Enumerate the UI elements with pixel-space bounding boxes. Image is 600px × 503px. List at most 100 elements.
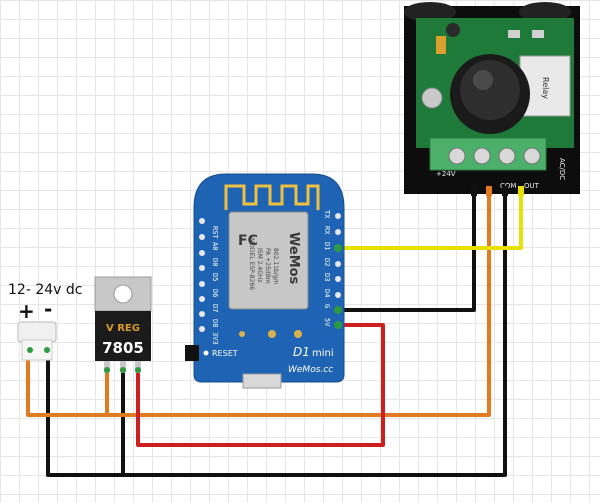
regulator-mount-hole	[113, 284, 133, 304]
regulator-brand: V REG	[106, 323, 140, 334]
input-negative-pin	[44, 347, 50, 353]
terminal-screw	[523, 147, 541, 165]
pir-lens-highlight	[473, 70, 493, 90]
wire-5v	[136, 323, 385, 447]
pcb-pad	[239, 331, 245, 337]
wire-supply-positive	[26, 192, 491, 417]
pin-hole	[199, 265, 205, 271]
power-input-connector	[17, 321, 57, 343]
terminal-screw	[473, 147, 491, 165]
pir-capacitor	[446, 23, 460, 37]
pin-hole	[199, 281, 205, 287]
pin-label-d0: D0	[211, 258, 219, 266]
pin-label-5v: 5V	[323, 318, 331, 327]
pin-label-d4: D4	[323, 289, 331, 297]
right-pin-header: TX RX D1 D2 D3 D4 G 5V	[323, 210, 342, 329]
pir-relay-label: Relay	[541, 77, 550, 99]
left-pin-header: RST A0 D0 D5 D6 D7 D8 3V3	[199, 218, 219, 345]
pin-hole	[335, 276, 341, 282]
wire-signal-d1	[338, 192, 523, 250]
reset-marker	[203, 350, 209, 356]
pin-label-rst: RST	[211, 226, 219, 239]
regulator-pin-out-dot	[135, 367, 141, 373]
pir-housing-mount	[519, 2, 571, 22]
pin-label-d2: D2	[323, 258, 331, 266]
usb-port	[242, 373, 282, 389]
pin-label-d7: D7	[211, 304, 219, 312]
esp-module-shield	[228, 211, 309, 310]
pin-label-3v3: 3V3	[211, 332, 219, 345]
module-standard: 802.11b/g/n	[272, 248, 279, 285]
pir-jumper	[508, 30, 520, 38]
pir-resistor	[436, 36, 446, 54]
input-positive-pin	[27, 347, 33, 353]
pin-label-d3: D3	[323, 273, 331, 281]
minus-sign: -	[44, 297, 52, 321]
terminal-label-acdc: AC/DC	[558, 158, 566, 180]
regulator-pin-gnd-dot	[120, 367, 126, 373]
pir-stub-out	[518, 186, 524, 196]
fcc-mark: FC	[238, 233, 258, 249]
wemos-d1-mini-board: FC WeMos MODEL ESP-8266 ISM 2.4GHz PA +2…	[185, 173, 345, 389]
pin-hole	[199, 326, 205, 332]
terminal-label-com: COM	[500, 182, 516, 190]
pir-lens-dome	[460, 60, 520, 120]
pin-hole	[335, 213, 341, 219]
pin-label-d8: D8	[211, 319, 219, 327]
pir-housing-mount	[404, 2, 456, 22]
pin-hole	[199, 250, 205, 256]
regulator-pin-in-dot	[104, 367, 110, 373]
pin-hole	[199, 296, 205, 302]
pir-stub-power	[486, 186, 492, 196]
wire-ground-main	[46, 192, 507, 477]
terminal-screw	[498, 147, 516, 165]
board-antenna	[224, 184, 320, 210]
pcb-pad	[268, 330, 276, 338]
pin-label-d1: D1	[323, 242, 331, 250]
power-input-connector-body	[21, 339, 53, 361]
regulator-model: 7805	[102, 339, 144, 357]
pir-wire-stubs	[471, 186, 524, 196]
pcb-pad	[294, 330, 302, 338]
pin-label-a0: A0	[211, 242, 219, 250]
module-model: MODEL ESP-8266	[248, 238, 255, 290]
module-power: PA +25dBm	[264, 248, 271, 284]
pin-label-d6: D6	[211, 289, 219, 297]
pir-capacitor	[421, 87, 443, 109]
pir-stub-com	[502, 186, 508, 196]
reset-button	[185, 345, 199, 361]
supply-voltage-label: 12- 24v dc	[8, 282, 82, 298]
pin-label-d5: D5	[211, 273, 219, 281]
pin-label-tx: TX	[323, 210, 331, 219]
terminal-label-power: +24V	[436, 170, 456, 178]
terminal-screw	[448, 147, 466, 165]
pin-hole	[335, 292, 341, 298]
power-input: 12- 24v dc + -	[8, 282, 82, 361]
pin-d1-connection	[334, 244, 342, 252]
board-name-suffix: mini	[312, 348, 334, 359]
pin-5v-connection	[334, 321, 342, 329]
terminal-label-out: OUT	[524, 182, 540, 190]
board-name: D1	[293, 345, 310, 359]
plus-sign: +	[18, 299, 35, 323]
board-brand: WeMos.cc	[288, 365, 333, 375]
pin-g-connection	[334, 306, 342, 314]
pin-hole	[335, 229, 341, 235]
module-logo: WeMos	[286, 232, 301, 285]
pin-hole	[335, 261, 341, 267]
pir-sensor-module: Relay +24V COM OUT AC/DC	[404, 2, 580, 194]
module-freq: ISM 2.4GHz	[256, 248, 263, 283]
pin-label-g: G	[323, 304, 331, 308]
pir-jumper	[532, 30, 544, 38]
pin-hole	[199, 218, 205, 224]
pin-label-rx: RX	[323, 226, 331, 235]
pir-stub-ground	[471, 186, 477, 196]
pin-hole	[199, 234, 205, 240]
regulator-body	[95, 311, 151, 361]
wires	[26, 192, 523, 477]
pin-hole	[199, 311, 205, 317]
wire-ground-board	[338, 192, 476, 312]
reset-label: RESET	[212, 349, 238, 358]
voltage-regulator-7805: V REG 7805	[94, 276, 152, 373]
